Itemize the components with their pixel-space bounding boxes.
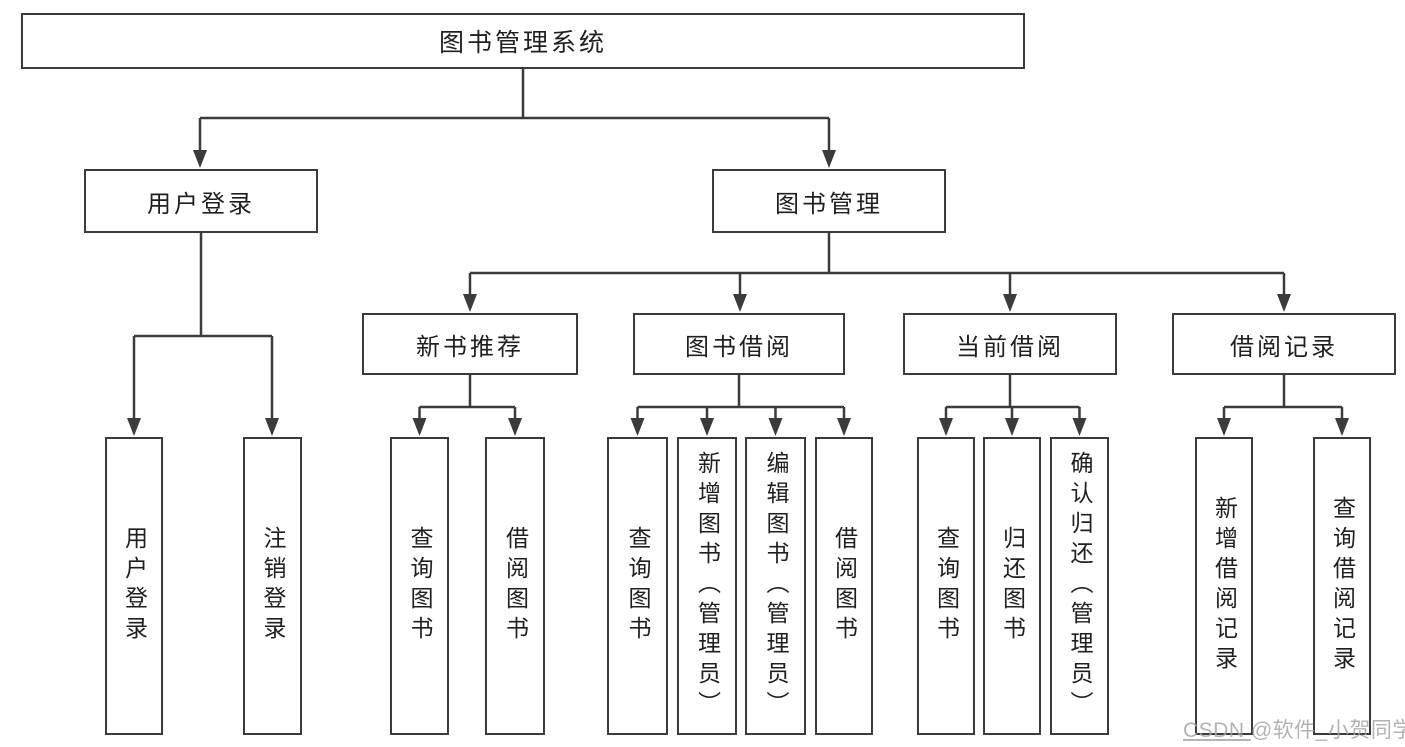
arrow-down-icon <box>1217 418 1231 436</box>
arrow-down-icon <box>700 418 714 436</box>
node-label: 查询借阅记录 <box>1329 496 1356 676</box>
leaf-records-add-record: 新增借阅记录 <box>1195 437 1253 735</box>
leaf-current-query-books: 查询图书 <box>917 437 975 735</box>
node-user-login-group: 用户登录 <box>84 169 318 233</box>
node-label: 借阅图书 <box>831 526 858 646</box>
node-label: 用户登录 <box>147 190 255 218</box>
arrow-down-icon <box>1003 294 1017 312</box>
arrow-down-icon <box>1072 418 1087 436</box>
arrow-down-icon <box>1005 418 1019 436</box>
node-label: 编辑图书（管理员） <box>763 451 789 721</box>
node-label: 归还图书 <box>999 526 1026 646</box>
node-label: 图书借阅 <box>685 333 793 361</box>
arrow-down-icon <box>463 294 477 312</box>
leaf-newbook-query-books: 查询图书 <box>390 437 449 735</box>
watermark-author: @软件_小贺同学 <box>1250 719 1405 742</box>
node-label: 借阅记录 <box>1230 333 1338 361</box>
node-new-book-recommend: 新书推荐 <box>362 313 578 375</box>
node-label: 注销登录 <box>260 526 286 646</box>
node-label: 图书管理系统 <box>438 29 607 57</box>
node-label: 用户登录 <box>121 526 148 646</box>
arrow-down-icon <box>733 294 747 312</box>
node-current-borrowing: 当前借阅 <box>903 313 1117 375</box>
node-label: 当前借阅 <box>956 333 1064 361</box>
node-label: 查询图书 <box>407 526 433 646</box>
node-borrowing-records: 借阅记录 <box>1172 313 1396 375</box>
arrow-down-icon <box>193 150 207 168</box>
arrowhead-icons <box>127 150 1349 436</box>
leaf-borrowing-borrow-books: 借阅图书 <box>815 437 873 735</box>
node-label: 新增借阅记录 <box>1211 496 1238 676</box>
node-label: 新增图书（管理员） <box>694 451 721 721</box>
arrow-down-icon <box>939 418 953 436</box>
watermark: CSDN @软件_小贺同学 <box>1183 714 1405 744</box>
arrow-down-icon <box>837 418 851 436</box>
arrow-down-icon <box>127 418 141 436</box>
node-label: 查询图书 <box>933 526 960 646</box>
arrow-down-icon <box>265 418 279 436</box>
arrow-down-icon <box>768 418 783 436</box>
tree-edges <box>132 69 1344 420</box>
leaf-records-query-record: 查询借阅记录 <box>1313 437 1371 735</box>
node-library-system: 图书管理系统 <box>21 13 1025 69</box>
node-label: 借阅图书 <box>502 526 529 646</box>
leaf-borrowing-add-books-admin: 新增图书（管理员） <box>677 437 737 735</box>
node-book-management: 图书管理 <box>712 169 946 233</box>
leaf-user-login: 用户登录 <box>105 437 163 735</box>
arrow-down-icon <box>412 418 427 436</box>
node-label: 图书管理 <box>775 190 883 218</box>
leaf-current-return-books: 归还图书 <box>983 437 1041 735</box>
leaf-borrowing-edit-books-admin: 编辑图书（管理员） <box>745 437 806 735</box>
node-label: 查询图书 <box>625 526 651 646</box>
node-label: 新书推荐 <box>416 333 524 361</box>
leaf-newbook-borrow-books: 借阅图书 <box>485 437 545 735</box>
node-label: 确认归还（管理员） <box>1067 451 1093 721</box>
leaf-borrowing-query-books: 查询图书 <box>607 437 668 735</box>
arrow-down-icon <box>630 418 645 436</box>
leaf-logout: 注销登录 <box>243 437 302 735</box>
arrow-down-icon <box>508 418 522 436</box>
arrow-down-icon <box>1277 294 1291 312</box>
arrow-down-icon <box>1335 418 1349 436</box>
watermark-prefix: CSDN <box>1183 719 1251 742</box>
node-book-borrowing: 图书借阅 <box>633 313 845 375</box>
leaf-current-confirm-return-admin: 确认归还（管理员） <box>1050 437 1109 735</box>
arrow-down-icon <box>822 150 836 168</box>
